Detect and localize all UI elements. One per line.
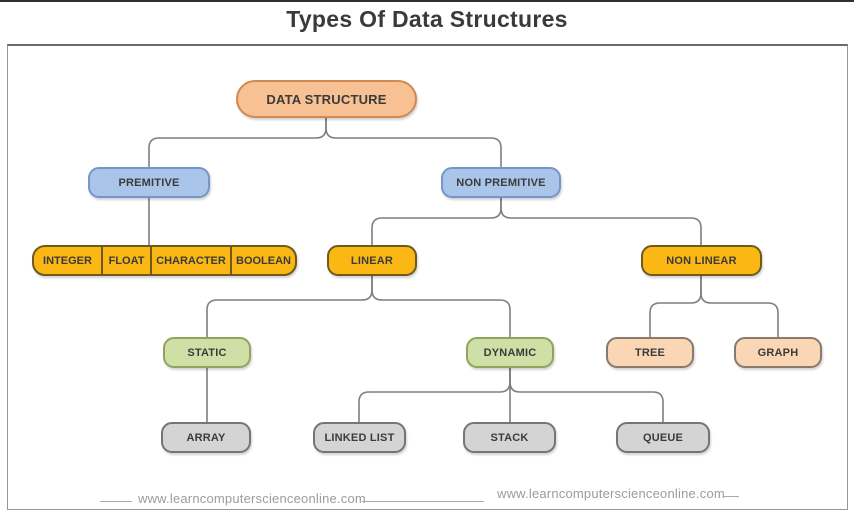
- node-stack: STACK: [463, 422, 556, 453]
- node-linked-list: LINKED LIST: [313, 422, 406, 453]
- node-stack-label: STACK: [490, 431, 529, 444]
- node-boolean: BOOLEAN: [230, 247, 295, 274]
- node-tree-label: TREE: [634, 346, 666, 359]
- node-non-premitive: NON PREMITIVE: [441, 167, 561, 198]
- page-title: Types Of Data Structures: [286, 6, 568, 32]
- node-premitive-label: PREMITIVE: [118, 176, 180, 189]
- node-non-premitive-label: NON PREMITIVE: [456, 176, 546, 189]
- node-graph: GRAPH: [734, 337, 822, 368]
- node-character: CHARACTER: [150, 247, 230, 274]
- top-border-line: [0, 0, 854, 2]
- node-dynamic: DYNAMIC: [466, 337, 554, 368]
- node-graph-label: GRAPH: [757, 346, 799, 359]
- node-queue-label: QUEUE: [642, 431, 684, 444]
- node-boolean-label: BOOLEAN: [236, 254, 291, 267]
- node-float: FLOAT: [101, 247, 150, 274]
- node-array: ARRAY: [161, 422, 251, 453]
- node-integer: INTEGER: [34, 247, 101, 274]
- node-linear-label: LINEAR: [350, 254, 394, 267]
- node-premitive: PREMITIVE: [88, 167, 210, 198]
- diagram-frame: [7, 44, 848, 510]
- node-integer-label: INTEGER: [43, 254, 92, 267]
- watermark-right: www.learncomputerscienceonline.com: [497, 486, 725, 501]
- node-data-structure: DATA STRUCTURE: [236, 80, 417, 118]
- node-dynamic-label: DYNAMIC: [483, 346, 537, 359]
- node-primitive-types-row: INTEGER FLOAT CHARACTER BOOLEAN: [32, 245, 297, 276]
- node-static-label: STATIC: [187, 346, 227, 359]
- node-linked-list-label: LINKED LIST: [324, 431, 395, 444]
- node-character-label: CHARACTER: [156, 254, 226, 267]
- node-linear: LINEAR: [327, 245, 417, 276]
- node-tree: TREE: [606, 337, 694, 368]
- node-queue: QUEUE: [616, 422, 710, 453]
- node-non-linear-label: NON LINEAR: [666, 254, 737, 267]
- footer-rule-middle: [362, 501, 484, 502]
- footer-rule-right: [723, 496, 739, 497]
- node-non-linear: NON LINEAR: [641, 245, 762, 276]
- node-data-structure-label: DATA STRUCTURE: [266, 91, 387, 107]
- footer-rule-left: [100, 501, 132, 502]
- node-static: STATIC: [163, 337, 251, 368]
- watermark-left: www.learncomputerscienceonline.com: [138, 491, 366, 506]
- node-array-label: ARRAY: [186, 431, 226, 444]
- node-float-label: FLOAT: [108, 254, 145, 267]
